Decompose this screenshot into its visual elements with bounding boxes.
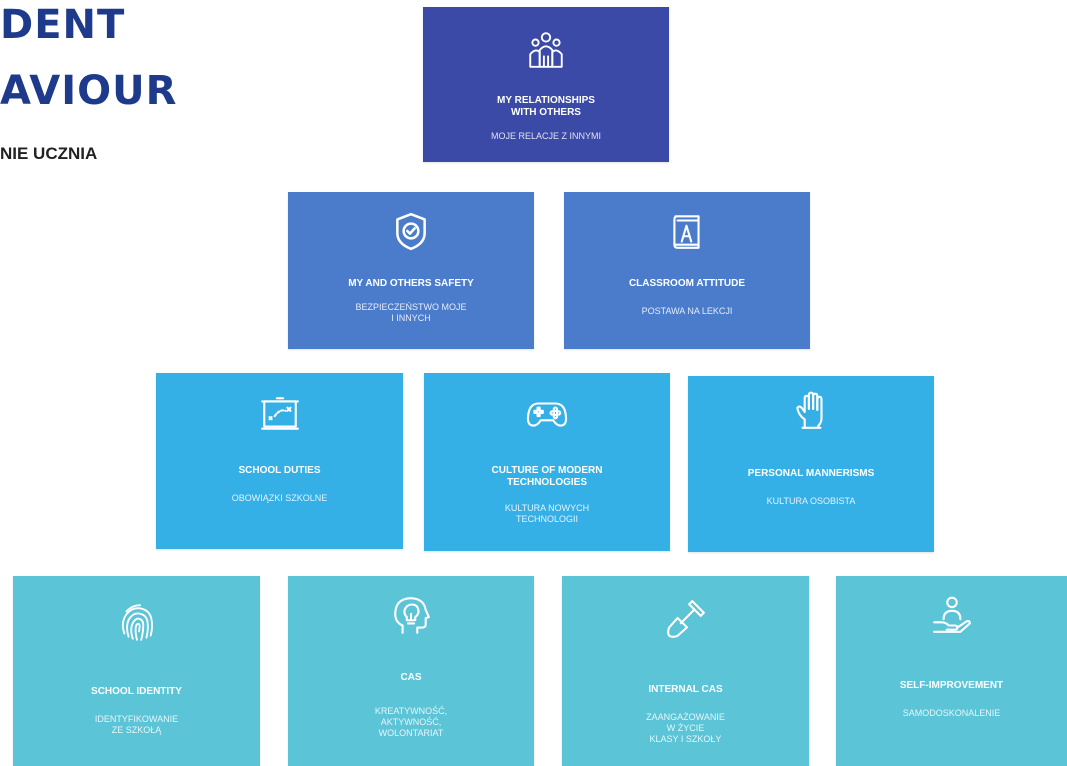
card-title-pl: IDENTYFIKOWANIE ZE SZKOŁĄ [94, 714, 179, 735]
head-lightbulb-icon [394, 597, 430, 634]
card-title-en: SELF-IMPROVEMENT [899, 680, 1004, 691]
card-title-pl: KULTURA NOWYCH TECHNOLOGII [504, 503, 590, 524]
card-title-en: SCHOOL DUTIES [238, 465, 321, 476]
card-school-identity: SCHOOL IDENTITY IDENTYFIKOWANIE ZE SZKOŁ… [13, 576, 260, 766]
shield-check-icon [396, 212, 426, 251]
card-internal-cas: INTERNAL CAS ZAANGAŻOWANIE W ŻYCIE KLASY… [562, 576, 809, 766]
card-title-en: PERSONAL MANNERISMS [747, 468, 875, 479]
card-title-en: CULTURE OF MODERN TECHNOLOGIES [491, 465, 603, 488]
card-title-en: INTERNAL CAS [648, 684, 723, 695]
card-my-and-others-safety: MY AND OTHERS SAFETY BEZPIECZEŃSTWO MOJE… [288, 192, 534, 349]
card-title-pl: OBOWIĄZKI SZKOLNE [231, 493, 328, 503]
raised-hand-icon [796, 391, 823, 429]
card-school-duties: SCHOOL DUTIES OBOWIĄZKI SZKOLNE [156, 373, 403, 549]
shovel-icon [666, 600, 705, 638]
hand-person-icon [932, 596, 971, 633]
card-self-improvement: SELF-IMPROVEMENT SAMODOSKONALENIE [836, 576, 1067, 766]
card-culture-of-modern-technologies: CULTURE OF MODERN TECHNOLOGIES KULTURA N… [424, 373, 670, 551]
card-title-pl: KULTURA OSOBISTA [766, 496, 856, 506]
card-title-pl: MOJE RELACJE Z INNYMI [490, 131, 601, 141]
card-my-relationships: MY RELATIONSHIPS WITH OTHERS MOJE RELACJ… [423, 7, 669, 162]
chalkboard-icon [260, 397, 299, 430]
card-cas: CAS KREATYWNOŚĆ, AKTYWNOŚĆ, WOLONTARIAT [288, 576, 534, 766]
card-title-pl: POSTAWA NA LEKCJI [641, 306, 733, 316]
fingerprint-icon [121, 604, 153, 641]
title-line-2: AVIOUR [0, 68, 178, 114]
card-classroom-attitude: CLASSROOM ATTITUDE POSTAWA NA LEKCJI [564, 192, 810, 349]
card-title-en: MY RELATIONSHIPS WITH OTHERS [497, 95, 595, 118]
subtitle: NIE UCZNIA [0, 144, 98, 163]
card-title-pl: BEZPIECZEŃSTWO MOJE I INNYCH [355, 302, 467, 323]
card-title-en: CAS [400, 672, 422, 683]
book-icon [673, 215, 700, 249]
card-title-en: MY AND OTHERS SAFETY [348, 278, 474, 289]
card-title-en: CLASSROOM ATTITUDE [628, 278, 746, 289]
card-title-en: SCHOOL IDENTITY [91, 686, 182, 697]
card-title-pl: KREATYWNOŚĆ, AKTYWNOŚĆ, WOLONTARIAT [374, 706, 448, 738]
gamepad-icon [526, 402, 568, 427]
title-line-1: DENT [0, 2, 126, 48]
card-title-pl: SAMODOSKONALENIE [902, 708, 1001, 718]
card-title-pl: ZAANGAŻOWANIE W ŻYCIE KLASY I SZKOŁY [646, 712, 725, 744]
card-personal-mannerisms: PERSONAL MANNERISMS KULTURA OSOBISTA [688, 376, 934, 552]
people-group-icon [529, 32, 563, 68]
